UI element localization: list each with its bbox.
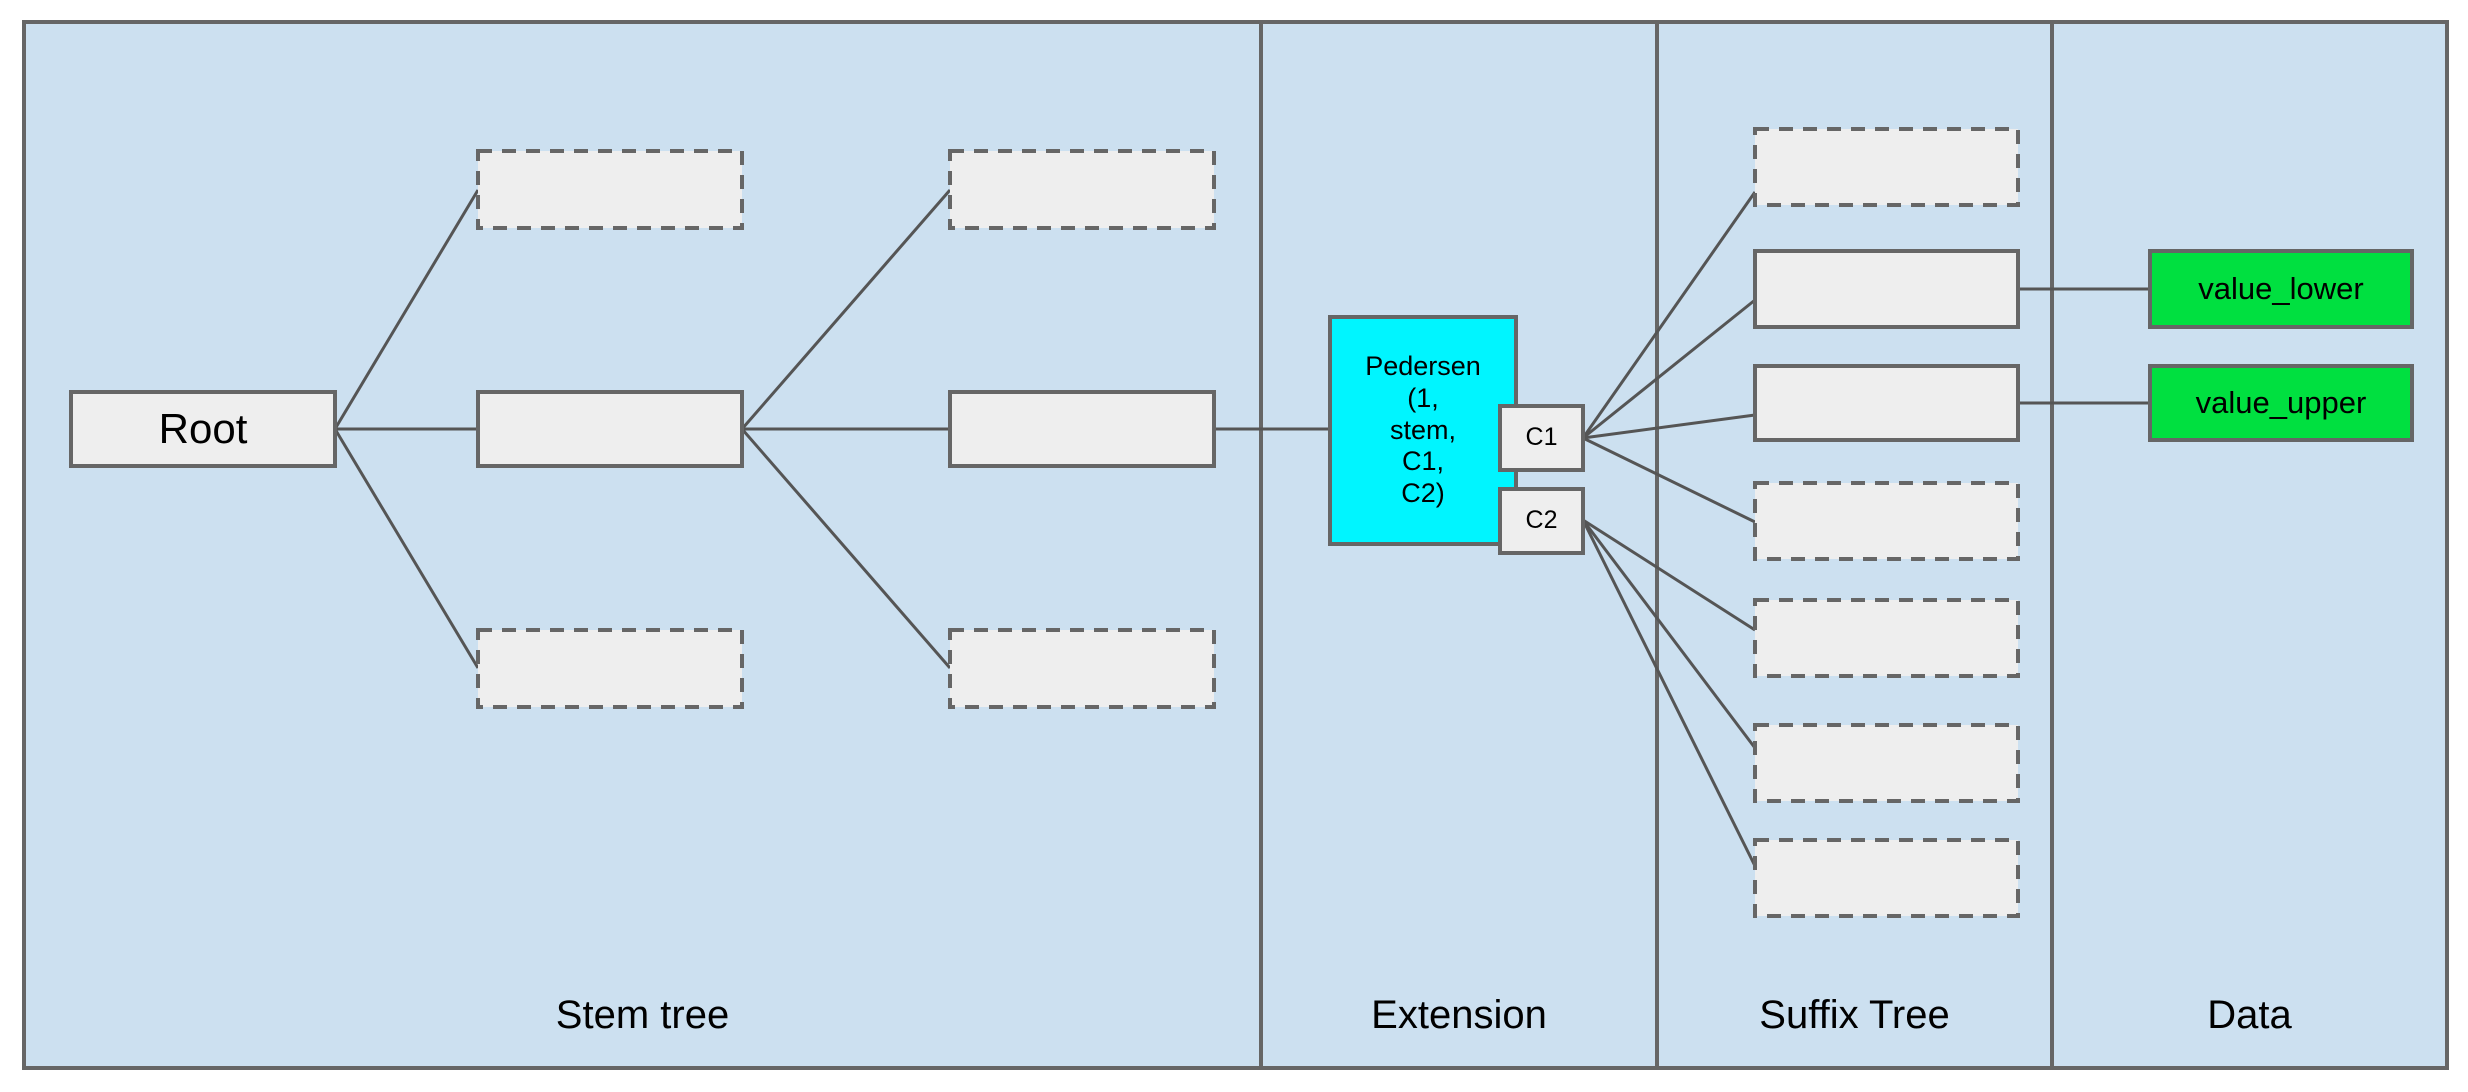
edge-c2-to-suffix-5 — [1582, 518, 1756, 632]
node-stem-l2-bot[interactable] — [948, 628, 1216, 709]
edge-root-to-stem-l1-bot — [333, 428, 480, 669]
node-stem-l1-bot[interactable] — [476, 628, 744, 709]
edge-stem-l1-mid-to-l2-top — [740, 189, 952, 430]
edge-c2-to-suffix-6 — [1581, 519, 1757, 749]
column-label-suffix-tree: Suffix Tree — [1759, 993, 1950, 1038]
node-value-lower[interactable] — [2148, 249, 2414, 329]
edge-c1-to-suffix-4 — [1582, 436, 1756, 524]
column-label-stem-tree: Stem tree — [555, 993, 730, 1038]
node-c2-label: C2 — [1525, 506, 1558, 535]
node-pedersen[interactable] — [1328, 315, 1518, 546]
column-label-data: Data — [2207, 993, 2292, 1038]
node-suffix-2[interactable] — [1753, 249, 2020, 329]
node-c2[interactable] — [1498, 487, 1585, 555]
edge-stem-l1-mid-to-l2-bot — [740, 428, 952, 669]
edge-c1-to-suffix-1 — [1581, 191, 1757, 439]
node-c1[interactable] — [1498, 404, 1585, 472]
edge-c1-to-suffix-2 — [1582, 298, 1756, 440]
node-stem-l1-mid[interactable] — [476, 390, 744, 468]
node-suffix-5[interactable] — [1753, 598, 2020, 678]
edge-c1-to-suffix-3 — [1582, 413, 1756, 440]
node-suffix-3[interactable] — [1753, 364, 2020, 442]
node-value-upper-label: value_upper — [2195, 384, 2367, 420]
node-suffix-4[interactable] — [1753, 481, 2020, 561]
edge-root-to-stem-l1-top — [333, 189, 480, 430]
node-stem-l2-mid[interactable] — [948, 390, 1216, 468]
node-value-lower-label: value_lower — [2198, 270, 2364, 306]
node-pedersen-label: Pedersen (1, stem, C1, C2) — [1365, 350, 1481, 509]
node-stem-l2-top[interactable] — [948, 149, 1216, 230]
node-suffix-6[interactable] — [1753, 723, 2020, 803]
node-suffix-1[interactable] — [1753, 127, 2020, 207]
column-label-extension: Extension — [1371, 993, 1547, 1038]
node-root[interactable] — [69, 390, 337, 468]
edge-c2-to-suffix-7 — [1581, 519, 1757, 867]
diagram-frame — [22, 20, 2449, 1070]
node-value-upper[interactable] — [2148, 364, 2414, 442]
node-root-label: Root — [158, 405, 248, 453]
node-c1-label: C1 — [1525, 423, 1558, 452]
node-stem-l1-top[interactable] — [476, 149, 744, 230]
node-suffix-7[interactable] — [1753, 838, 2020, 918]
